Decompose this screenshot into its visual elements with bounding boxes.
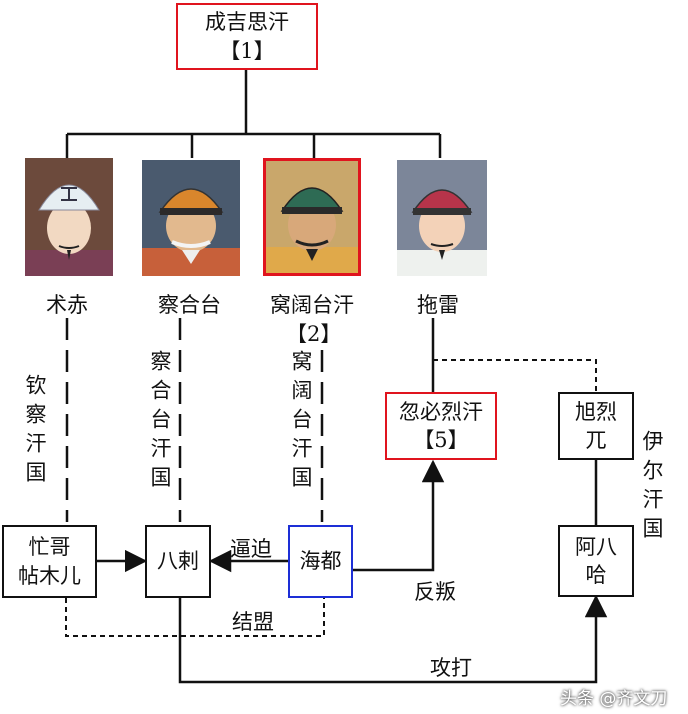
genghis-khan-box: 成吉思汗 【1】	[176, 3, 318, 70]
relation-force-label: 逼迫	[230, 537, 272, 561]
hulagu-name-line1: 旭烈	[575, 399, 617, 424]
son-name-chagatai: 察合台	[158, 293, 221, 317]
kublai-box: 忽必烈汗 【5】	[385, 392, 497, 460]
watermark-text: 头条 @齐文刀	[560, 689, 668, 709]
barak-name: 八剌	[157, 549, 199, 574]
khanate-label-ilkhanate: 伊尔汗国	[640, 430, 664, 546]
hulagu-name-line2: 兀	[585, 428, 607, 452]
mengge-name-line1: 忙哥	[28, 535, 71, 560]
hulagu-box: 旭烈 兀	[558, 392, 634, 460]
chagatai-portrait	[142, 160, 240, 276]
relation-revolt-label: 反叛	[414, 580, 456, 604]
son-order-ogedei: 【2】	[286, 318, 342, 348]
son-name-tolui: 拖雷	[417, 293, 459, 317]
mengge-box: 忙哥 帖木儿	[2, 525, 97, 598]
genghis-khan-name: 成吉思汗	[205, 10, 289, 35]
khanate-label-chagatai: 察合台汗国	[148, 350, 172, 495]
son-name-jochi: 术赤	[46, 293, 88, 317]
kublai-name: 忽必烈汗	[399, 399, 483, 424]
kaidu-name: 海都	[299, 549, 342, 574]
jochi-portrait	[25, 158, 113, 276]
son-name-ogedei: 窝阔台汗	[270, 293, 354, 317]
ogedei-portrait	[263, 158, 361, 276]
relation-attack-label: 攻打	[430, 656, 472, 680]
relation-alliance-label: 结盟	[232, 610, 274, 634]
khanate-label-qincha: 钦察汗国	[23, 374, 47, 490]
abaqa-box: 阿八 哈	[558, 525, 634, 597]
genghis-khan-order: 【1】	[219, 38, 275, 63]
tolui-portrait	[397, 160, 487, 276]
kublai-order: 【5】	[413, 428, 469, 452]
mengge-name-line2: 帖木儿	[18, 563, 81, 588]
khanate-label-ogedei: 窝阔台汗国	[289, 350, 313, 495]
abaqa-name-line2: 哈	[585, 563, 607, 587]
abaqa-name-line1: 阿八	[575, 534, 617, 559]
barak-box: 八剌	[145, 525, 211, 598]
kaidu-box: 海都	[288, 525, 353, 598]
